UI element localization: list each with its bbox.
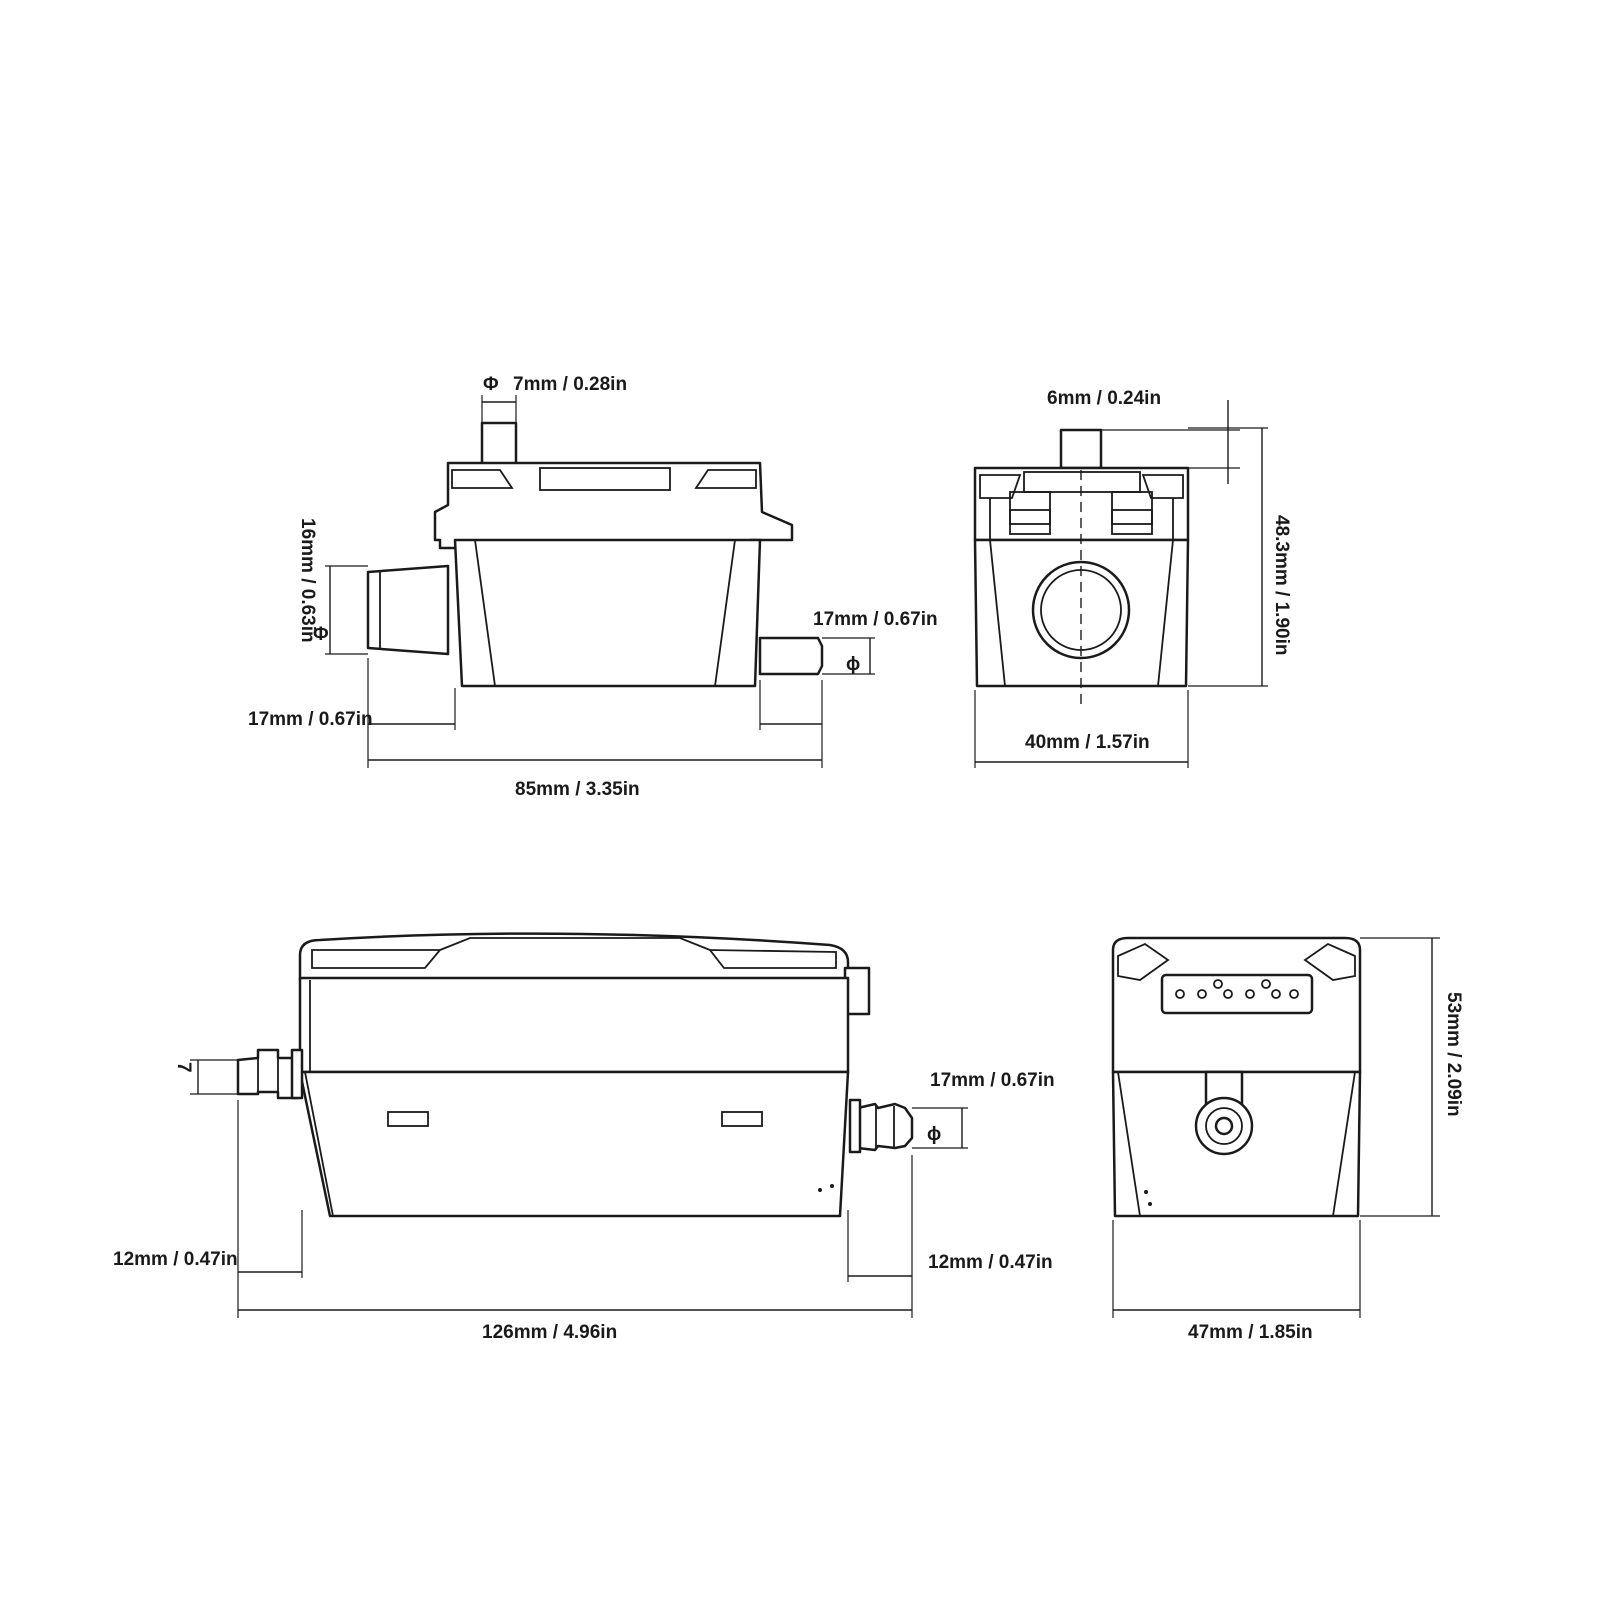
dim-outlet-diameter: 17mm / 0.67in bbox=[930, 1070, 1055, 1091]
lid-grip-left bbox=[451, 469, 514, 489]
slot-right bbox=[721, 1111, 763, 1127]
slot-left bbox=[387, 1111, 429, 1127]
view-bottom-right: 53mm / 2.09in 47mm / 1.85in bbox=[1111, 936, 1464, 1343]
dim-inlet-diameter: 7 bbox=[173, 1062, 194, 1073]
lid-grip-right bbox=[694, 469, 757, 489]
connector bbox=[1160, 973, 1314, 1015]
dim-inlet-length: 17mm / 0.67in bbox=[248, 709, 373, 730]
diameter-symbol: Φ bbox=[313, 624, 329, 645]
dim-pipe-diameter: 7mm / 0.28in bbox=[513, 374, 627, 395]
dim-height: 48.3mm / 1.90in bbox=[1271, 515, 1292, 655]
dim-right-length: 12mm / 0.47in bbox=[928, 1252, 1053, 1273]
outlet-pipe bbox=[856, 1102, 914, 1152]
lid-grip-left bbox=[311, 949, 442, 969]
inlet-port bbox=[1031, 560, 1131, 660]
upper-body bbox=[298, 976, 850, 1074]
diameter-symbol: ϕ bbox=[927, 1124, 941, 1145]
top-nipple bbox=[480, 421, 518, 467]
outlet-pipe bbox=[758, 636, 824, 676]
dim-overall-length: 126mm / 4.96in bbox=[482, 1322, 617, 1343]
grip-right bbox=[1303, 942, 1356, 981]
inlet-pipe bbox=[236, 1048, 300, 1100]
diameter-symbol: ϕ bbox=[846, 654, 860, 675]
lower-body bbox=[298, 1070, 850, 1218]
body bbox=[453, 538, 762, 688]
top-nipple bbox=[1059, 428, 1103, 470]
dim-overall-length: 85mm / 3.35in bbox=[515, 779, 640, 800]
lid-panel bbox=[539, 467, 671, 491]
dim-pipe-length: 6mm / 0.24in bbox=[1047, 388, 1161, 409]
dim-width: 40mm / 1.57in bbox=[1025, 732, 1150, 753]
dim-height: 53mm / 2.09in bbox=[1443, 992, 1464, 1117]
lid-grip-right bbox=[708, 949, 837, 969]
dim-left-length: 12mm / 0.47in bbox=[113, 1249, 238, 1270]
diameter-symbol: Φ bbox=[483, 374, 499, 395]
lid bbox=[298, 932, 850, 982]
view-top-left: Φ 7mm / 0.28in 16mm / 0.63in Φ 17mm / 0.… bbox=[248, 374, 938, 800]
lid bbox=[433, 461, 794, 550]
grip-left bbox=[1117, 942, 1170, 981]
view-bottom-left: 7 17mm / 0.67in ϕ 12mm / 0.47in 12mm / 0… bbox=[113, 932, 1055, 1343]
dim-width: 47mm / 1.85in bbox=[1188, 1322, 1313, 1343]
dim-outlet-diameter: 17mm / 0.67in bbox=[813, 609, 938, 630]
dim-inlet-diameter: 16mm / 0.63in bbox=[297, 518, 318, 643]
view-top-right: 6mm / 0.24in 48.3mm / 1.90in 40mm / 1.57… bbox=[973, 388, 1292, 768]
inlet-pipe bbox=[366, 564, 450, 656]
